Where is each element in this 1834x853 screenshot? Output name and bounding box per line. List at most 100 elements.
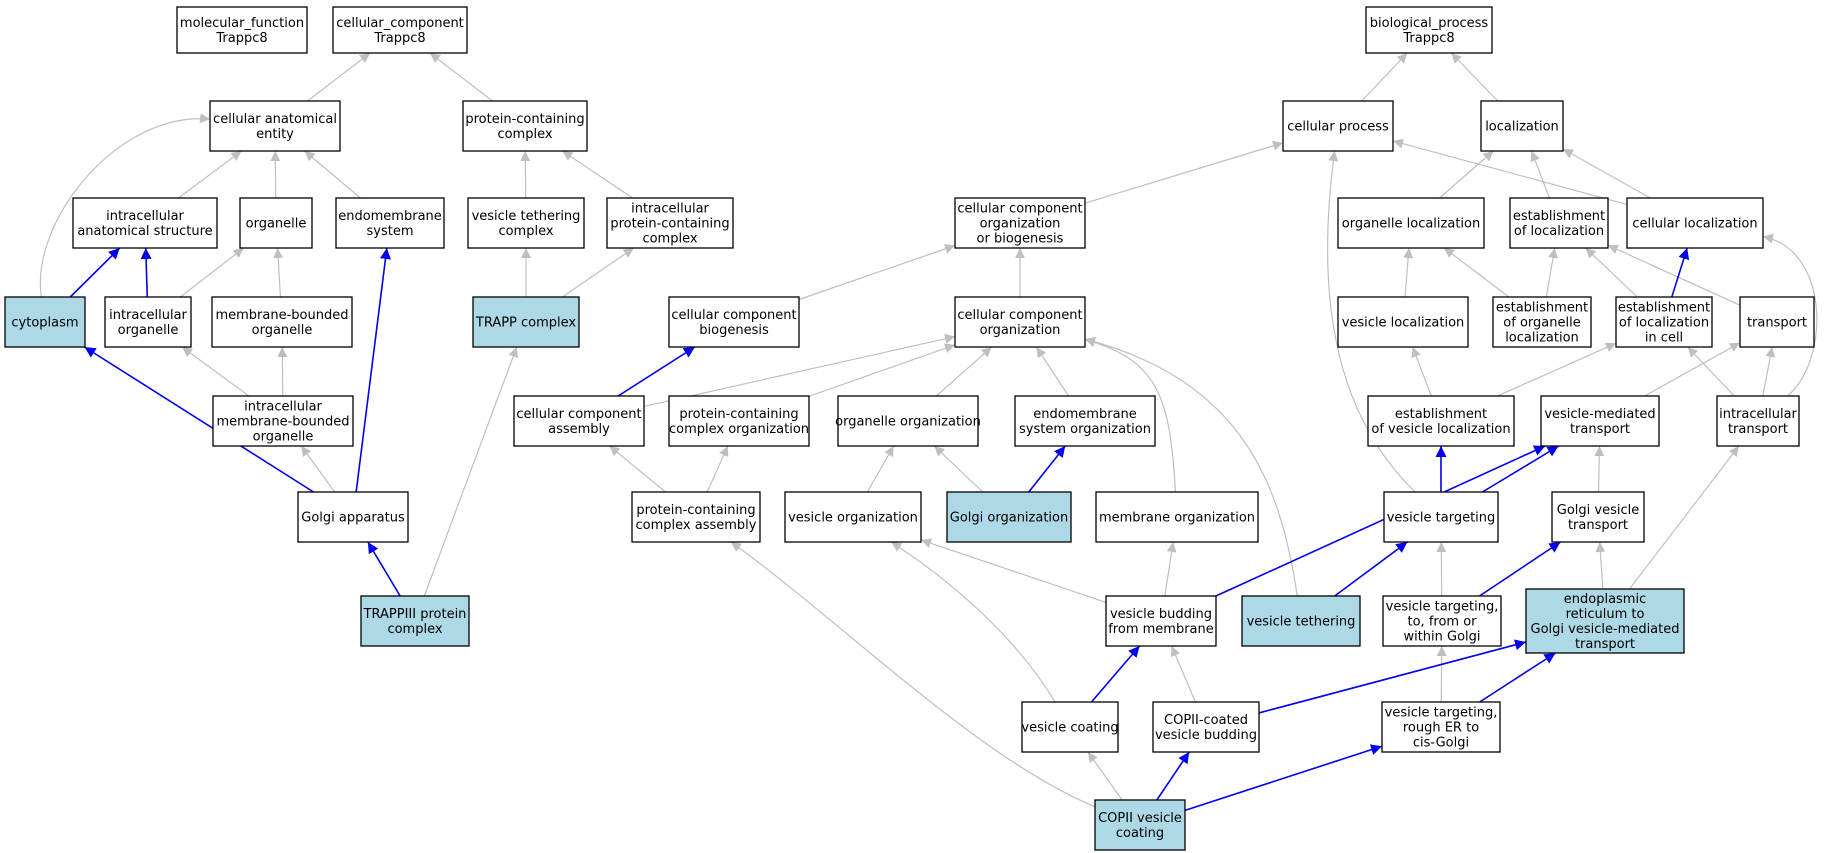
node-vescoat[interactable]: vesicle coating (1021, 701, 1119, 753)
node-label: cis-Golgi (1413, 736, 1469, 751)
node-box (211, 296, 353, 348)
edge-cytoplasm-to-cae (39, 113, 211, 298)
node-label: vesicle coating (1021, 721, 1118, 736)
edge-vmt-to-transport (1644, 342, 1741, 397)
edge-imbo-to-io (181, 346, 250, 397)
edge-cae-to-cc (307, 52, 371, 102)
edge-vbfm-to-vesorg (920, 538, 1107, 603)
node-orgloc[interactable]: organelle localization (1337, 197, 1485, 249)
node-box (668, 395, 810, 447)
node-label: establishment (1395, 407, 1487, 422)
node-loc[interactable]: localization (1480, 100, 1564, 152)
node-label: Golgi vesicle-mediated (1531, 622, 1680, 637)
node-label: COPII-coated (1164, 713, 1248, 728)
node-label: system organization (1019, 422, 1151, 437)
node-label: Trappc8 (1402, 31, 1454, 46)
edge-mbo-to-organelle (273, 247, 284, 298)
node-label: intracellular (1719, 407, 1797, 422)
node-cellproc[interactable]: cellular process (1282, 100, 1394, 152)
node-box (209, 100, 341, 152)
node-label: within Golgi (1403, 630, 1480, 645)
node-label: endoplasmic (1564, 592, 1646, 607)
node-cytoplasm[interactable]: cytoplasm (4, 296, 86, 348)
node-transport[interactable]: transport (1739, 296, 1815, 348)
edge-estvesloc-to-estlocincell (1497, 342, 1617, 397)
edge-golgives-to-vmt (1594, 445, 1605, 493)
edge-cellloc-to-cellproc (1392, 138, 1628, 206)
node-label: endomembrane (1033, 407, 1137, 422)
node-trapp[interactable]: TRAPP complex (472, 296, 580, 348)
edge-pcca-to-pcco (706, 445, 729, 493)
node-box (1367, 395, 1515, 447)
node-label: complex (642, 232, 697, 247)
node-label: cellular_component (336, 16, 464, 31)
edge-trapp-to-ipcc (562, 247, 634, 298)
node-vesorg[interactable]: vesicle organization (784, 491, 922, 543)
node-box (954, 296, 1086, 348)
node-box (1626, 197, 1764, 249)
edge-vescoat-to-vbfm (1090, 645, 1141, 703)
node-label: rough ER to (1403, 721, 1479, 736)
node-box (1382, 595, 1502, 647)
node-orgorg[interactable]: organelle organization (835, 395, 981, 447)
node-label: anatomical structure (77, 224, 212, 239)
node-vesloc[interactable]: vesicle localization (1337, 296, 1469, 348)
edge-golgi-to-cytoplasm (84, 346, 314, 493)
edge-vbfm-to-vmt (1215, 445, 1546, 597)
edge-endosys-to-cae (304, 150, 361, 199)
node-label: protein-containing (679, 407, 798, 422)
node-golgi[interactable]: Golgi apparatus (297, 491, 409, 543)
edge-estorgloc-to-estloc (1545, 247, 1558, 298)
node-label: biological_process (1370, 16, 1489, 31)
node-golgiorg[interactable]: Golgi organization (946, 491, 1072, 543)
node-vestarg[interactable]: vesicle targeting (1383, 491, 1499, 543)
edge-vesloc-to-orgloc (1403, 247, 1414, 298)
node-label: vesicle localization (1342, 316, 1465, 331)
node-memorg[interactable]: membrane organization (1095, 491, 1259, 543)
node-vesteth[interactable]: vesicle tethering (1241, 595, 1361, 647)
node-cellloc[interactable]: cellular localization (1626, 197, 1764, 249)
node-label: cellular component (671, 308, 796, 323)
node-label: organelle localization (1342, 217, 1480, 232)
edge-vtrougher-to-vtgolgi (1436, 645, 1447, 703)
node-organelle[interactable]: organelle (239, 197, 313, 249)
node-box (1492, 296, 1592, 348)
node-box (4, 296, 86, 348)
node-label: protein-containing (610, 217, 729, 232)
edge-golgiorg-to-orgorg (933, 445, 984, 493)
